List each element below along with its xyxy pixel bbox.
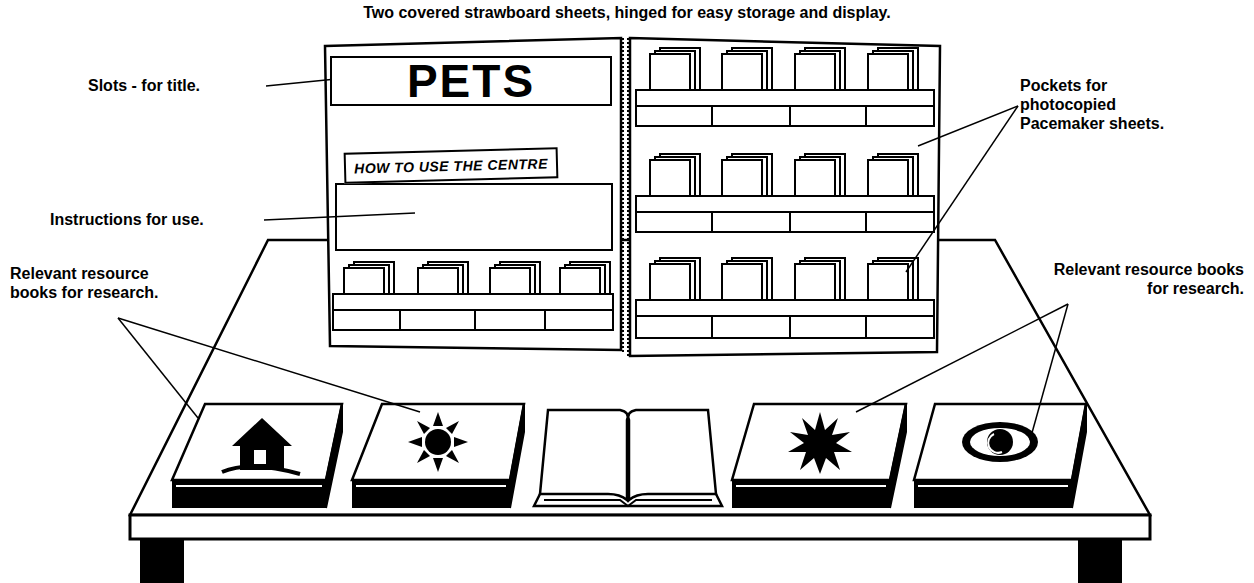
pocket-divider [865,316,867,338]
right-panel [630,38,940,356]
pocket-divider [474,310,476,330]
pocket [636,196,934,212]
leader-line [118,318,198,418]
instructions-box [336,184,612,250]
pocket-divider [865,106,867,126]
hinged-board [325,38,940,356]
pocket [636,300,934,316]
book-side [326,404,342,508]
book-page [628,410,716,500]
diagram-title: Two covered strawboard sheets, hinged fo… [0,4,1254,22]
title-slot: PETS [330,56,612,106]
book-pages-edge [544,500,712,506]
house-ground [222,466,300,474]
leader-lines [118,78,1068,440]
pocket [333,294,613,310]
house-icon [232,418,292,470]
book-side [732,480,890,508]
star-icon [788,412,852,474]
book-edge [356,485,506,487]
left-panel [325,38,621,350]
table-leg [140,539,184,583]
pocket [333,310,613,330]
sun-ray [433,412,443,426]
sun-ray [417,450,430,463]
node-text: PETS [407,58,535,104]
book-edge [176,485,322,487]
leader-line [1030,304,1068,440]
node-text: HOW TO USE THE CENTRE [354,155,548,176]
instructions-banner: HOW TO USE THE CENTRE [344,147,559,184]
hinge [627,38,629,356]
book-sun [352,404,524,508]
table-front [130,515,1150,539]
book-star [732,404,906,508]
book-house [172,404,342,508]
sun-ray [417,421,430,434]
book-cover [732,404,906,480]
sun-ray [446,450,459,463]
pocket-divider [544,310,546,330]
eye-icon [962,422,1038,462]
pocket-divider [711,212,713,232]
house-window [254,450,266,464]
book-cover [172,404,342,480]
book-side [914,480,1072,508]
table-leg [1078,539,1122,583]
pocket-divider [789,316,791,338]
pocket [636,90,934,106]
leader-line [118,318,420,412]
pocket-divider [865,212,867,232]
eye-white [970,428,1030,456]
sun-ray [433,458,443,472]
right-pockets [636,48,934,338]
left-pockets [333,262,613,330]
book-side [890,404,906,508]
sun-icon [425,429,451,455]
book-cover [914,404,1086,480]
leader-line [856,304,1068,412]
book-side [510,404,524,508]
sun-ray [408,437,422,447]
book-side [172,480,326,508]
leader-line [918,106,1018,146]
pocket-divider [711,316,713,338]
pocket-divider [789,212,791,232]
callout-label: Relevant resource books for research. [10,264,180,302]
eye-iris [987,429,1013,455]
eye-highlight [988,434,1002,453]
book-edge [918,485,1068,487]
pocket [636,106,934,126]
open-book [534,410,722,506]
book-eye [914,404,1086,508]
pocket [636,212,934,232]
sun-ray [446,421,459,434]
leader-line [906,106,1018,272]
book-cover [352,404,524,480]
hinge [622,38,624,352]
callout-label: Pockets for photocopied Pacemaker sheets… [1020,76,1185,133]
book-edge [736,485,886,487]
pocket-divider [789,106,791,126]
book-cover [534,494,722,506]
pocket-divider [711,106,713,126]
book-side [1072,404,1086,508]
sun-ray [454,437,468,447]
pocket [636,316,934,338]
callout-label: Slots - for title. [88,76,268,95]
book-side [352,480,510,508]
pocket-divider [399,310,401,330]
callout-label: Relevant resource books for research. [1034,260,1244,298]
book-page [540,410,628,500]
callout-label: Instructions for use. [50,210,264,229]
leader-line [264,213,415,220]
